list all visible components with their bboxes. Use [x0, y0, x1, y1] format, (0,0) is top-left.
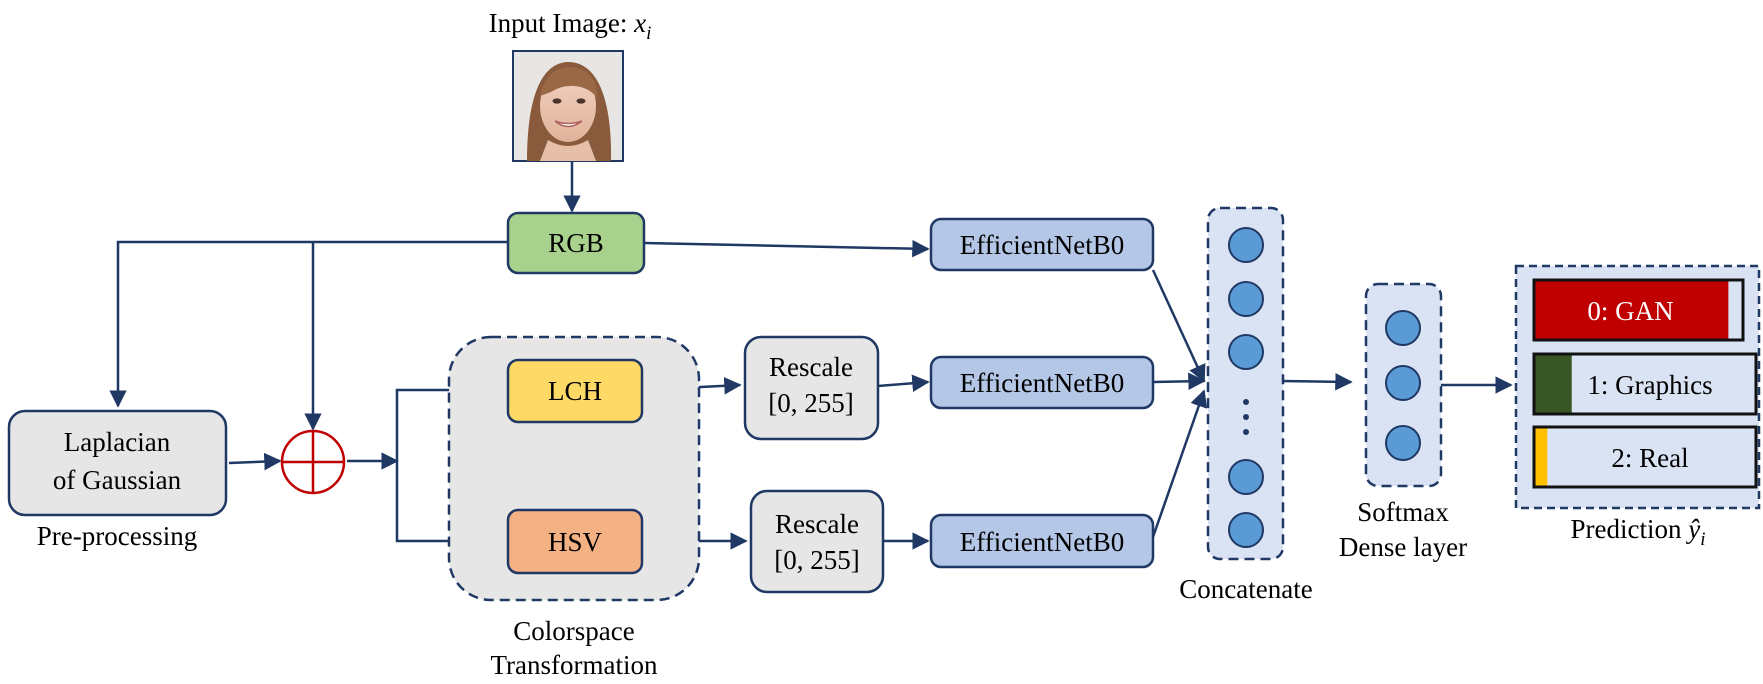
efficientnet-box-lch: EfficientNetB0	[929, 355, 1155, 410]
hsv-label: HSV	[548, 527, 603, 557]
ellipsis-dots	[1243, 399, 1249, 435]
preprocessing-caption: Pre-processing	[37, 521, 197, 551]
concatenate-layer	[1206, 206, 1285, 561]
lch-label: LCH	[548, 376, 602, 406]
concatenate-caption: Concatenate	[1179, 574, 1312, 604]
laplacian-of-gaussian-box: Laplacian of Gaussian	[7, 409, 228, 517]
prediction-bar-border	[1532, 352, 1758, 416]
efficientnet-box-rgb: EfficientNetB0	[929, 217, 1155, 272]
softmax-nodes	[1385, 310, 1421, 461]
prediction-bar-border	[1532, 278, 1745, 342]
sum-operator-icon	[280, 429, 346, 495]
softmax-caption-line2: Dense layer	[1339, 532, 1467, 562]
prediction-bar-fill	[1534, 280, 1729, 340]
rgb-box: RGB	[506, 211, 646, 275]
prediction-bar-fill	[1534, 354, 1572, 414]
prediction-bars: 0: GAN 1: Graphics 2: Real	[1532, 278, 1758, 489]
prediction-caption: Prediction ŷi	[1571, 514, 1706, 550]
softmax-caption-line1: Softmax	[1357, 497, 1449, 527]
efficientnet-label: EfficientNetB0	[960, 527, 1124, 557]
prediction-bar-border	[1532, 425, 1758, 489]
prediction-bar-bg	[1534, 427, 1756, 487]
prediction-bar-fill	[1534, 427, 1548, 487]
log-label-line1: Laplacian	[64, 427, 171, 457]
rescale-label-line2: [0, 255]	[774, 545, 859, 575]
hsv-box: HSV	[506, 508, 644, 575]
efficientnet-label: EfficientNetB0	[960, 368, 1124, 398]
colorspace-caption-line1: Colorspace	[513, 616, 634, 646]
colorspace-caption-line2: Transformation	[491, 650, 658, 680]
input-face-image	[512, 50, 624, 162]
rescale-label-line1: Rescale	[769, 352, 853, 382]
rgb-label: RGB	[548, 228, 604, 258]
input-image-label: Input Image: xi	[489, 8, 652, 44]
prediction-class-label: 1: Graphics	[1587, 370, 1712, 400]
prediction-class-label: 2: Real	[1611, 443, 1688, 473]
rescale-label-line1: Rescale	[775, 509, 859, 539]
rescale-box-lch: Rescale [0, 255]	[743, 335, 880, 441]
prediction-class-label: 0: GAN	[1587, 296, 1673, 326]
efficientnet-box-hsv: EfficientNetB0	[929, 513, 1155, 569]
concatenate-nodes	[1228, 227, 1264, 548]
log-label-line2: of Gaussian	[53, 465, 182, 495]
lch-box: LCH	[506, 358, 644, 424]
rescale-label-line2: [0, 255]	[768, 388, 853, 418]
efficientnet-label: EfficientNetB0	[960, 230, 1124, 260]
rescale-box-hsv: Rescale [0, 255]	[749, 489, 885, 594]
